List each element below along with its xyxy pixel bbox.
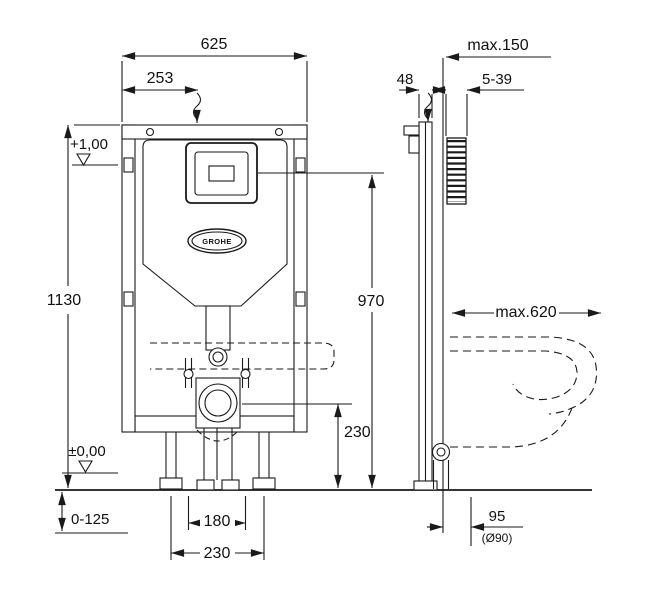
wall-bracket	[295, 157, 306, 173]
dimension-230-outlet: 230	[242, 403, 371, 488]
dimension-max150: max.150	[446, 37, 551, 61]
flush-plate	[185, 142, 258, 204]
level-label-floor: ±0,00	[68, 443, 105, 460]
fixing-studs	[183, 358, 251, 388]
frame-legs	[159, 428, 276, 491]
dimension-625: 625	[121, 36, 308, 122]
frame-foot-side	[413, 480, 438, 491]
dim-label-230-base: 230	[204, 545, 231, 562]
pipe-clamp	[208, 347, 228, 367]
wall-finish-block	[446, 137, 467, 205]
pipe-clamp-inner	[212, 351, 224, 363]
side-view	[403, 58, 598, 533]
toilet-bowl-outline	[450, 336, 598, 448]
flush-actuator	[403, 125, 420, 136]
dim-label-625: 625	[201, 36, 228, 53]
flush-actuator-body	[408, 135, 420, 154]
grohe-logo-text: GROHE	[202, 237, 232, 246]
dim-label-max150: max.150	[467, 37, 528, 54]
wall-bracket	[123, 157, 134, 173]
level-triangle-icon	[76, 153, 91, 167]
dim-label-1130: 1130	[47, 292, 82, 309]
level-marker-top: +1,00	[70, 136, 118, 167]
dim-label-180: 180	[204, 513, 231, 530]
wall-bracket	[295, 291, 306, 307]
dimension-5-39: 5-39	[445, 71, 524, 136]
dimension-180: 180	[187, 496, 247, 530]
dimension-1130: 1130	[47, 124, 120, 488]
dimension-970: 970	[258, 172, 385, 488]
outlet-bend	[195, 377, 241, 442]
dim-label-230-outlet: 230	[344, 424, 371, 441]
dimension-max620: max.620	[452, 304, 601, 321]
dim-label-5-39: 5-39	[482, 71, 512, 88]
dim-label-48: 48	[397, 71, 414, 88]
dim-label-foot-range: 0-125	[71, 511, 109, 528]
adjustable-foot	[159, 477, 183, 490]
level-triangle-icon	[78, 460, 93, 474]
fixing-hole	[145, 127, 155, 137]
front-view: GROHE	[121, 92, 335, 491]
outlet-side	[431, 442, 451, 489]
level-label-top: +1,00	[70, 136, 108, 153]
dim-label-253: 253	[147, 70, 174, 87]
wall-bracket	[123, 291, 134, 307]
dimensions-front: 625 253 +1,00 1130	[47, 36, 385, 562]
dim-label-max620: max.620	[495, 304, 556, 321]
dim-label-95: 95	[489, 508, 506, 525]
dim-label-970: 970	[358, 293, 385, 310]
water-supply-icon	[192, 92, 202, 123]
water-supply-icon	[423, 92, 433, 122]
dimensions-side: 48 max.150 5-39 max.620	[397, 37, 601, 546]
fixing-hole	[274, 127, 284, 137]
adjustable-foot	[252, 477, 276, 490]
frame-top-bar	[121, 124, 308, 140]
dimension-foot-range: 0-125	[55, 492, 128, 534]
dim-label-dia90: (Ø90)	[482, 531, 513, 545]
grohe-logo: GROHE	[187, 228, 247, 254]
dimension-95: 95 (Ø90)	[427, 497, 523, 546]
pan-outline-dashed	[150, 342, 335, 370]
dimension-230-base: 230	[170, 496, 265, 562]
level-marker-floor: ±0,00	[62, 443, 118, 474]
dimension-253: 253	[121, 70, 198, 94]
dimension-48: 48	[397, 71, 446, 118]
